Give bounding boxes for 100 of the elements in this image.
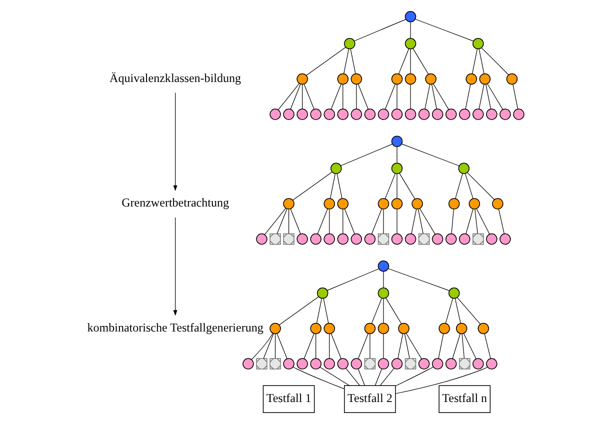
node-circle bbox=[431, 358, 443, 370]
node-circle bbox=[438, 322, 450, 334]
node-circle bbox=[323, 322, 334, 334]
node-circle bbox=[296, 233, 308, 245]
node-circle bbox=[296, 108, 308, 120]
node-circle bbox=[310, 233, 321, 245]
node-circle bbox=[404, 233, 416, 245]
connector bbox=[464, 84, 470, 110]
connector bbox=[404, 334, 410, 359]
connector bbox=[382, 208, 384, 234]
connector bbox=[384, 173, 396, 199]
connector bbox=[485, 84, 491, 110]
node-text: kombinatorische Testfallgenerierung bbox=[86, 320, 263, 334]
connector bbox=[344, 208, 354, 234]
node-circle bbox=[477, 322, 489, 334]
connector bbox=[394, 366, 434, 386]
node-circle bbox=[350, 358, 362, 370]
connector bbox=[306, 47, 346, 76]
node-circle bbox=[404, 38, 416, 50]
connector bbox=[396, 146, 397, 164]
connector bbox=[250, 333, 273, 360]
node-circle bbox=[404, 10, 416, 22]
node-text: Äquivalenzklassen-bildung bbox=[109, 70, 241, 85]
node-circle bbox=[492, 198, 503, 210]
node-circle bbox=[455, 322, 467, 334]
node-circle bbox=[424, 73, 436, 85]
connector bbox=[388, 268, 450, 291]
connector bbox=[465, 208, 473, 234]
connector bbox=[316, 208, 328, 234]
connector bbox=[370, 208, 382, 234]
node-circle bbox=[316, 288, 328, 299]
connector bbox=[512, 84, 518, 110]
node-circle bbox=[282, 358, 294, 370]
node-box: Testfall 1 bbox=[262, 385, 314, 414]
node-circle bbox=[377, 260, 389, 272]
connector bbox=[452, 333, 460, 359]
node-circle bbox=[478, 73, 490, 85]
connector bbox=[326, 268, 379, 291]
connector bbox=[322, 298, 328, 324]
node-circle bbox=[444, 233, 456, 245]
connector bbox=[394, 366, 488, 394]
connector bbox=[478, 48, 484, 74]
connector bbox=[382, 271, 384, 288]
node-circle bbox=[444, 108, 456, 120]
node-circle bbox=[458, 108, 470, 120]
connector bbox=[374, 368, 382, 386]
node-circle bbox=[350, 233, 362, 245]
node-circle bbox=[390, 136, 402, 147]
connector bbox=[342, 84, 343, 110]
node-circle bbox=[486, 358, 497, 370]
node-box: Testfall n bbox=[438, 385, 490, 414]
connector bbox=[330, 333, 341, 360]
node-box: Testfall 2 bbox=[344, 385, 396, 414]
node-circle bbox=[310, 322, 321, 334]
connector bbox=[357, 333, 368, 360]
connector bbox=[430, 84, 436, 110]
connector bbox=[405, 333, 422, 360]
connector bbox=[456, 297, 480, 324]
connector bbox=[471, 48, 478, 74]
connector bbox=[328, 334, 330, 359]
node-circle bbox=[512, 108, 524, 120]
connector bbox=[357, 84, 368, 110]
node-circle bbox=[390, 73, 402, 85]
node-circle bbox=[418, 108, 430, 120]
connector bbox=[462, 333, 476, 360]
node-circle bbox=[310, 108, 321, 120]
connector bbox=[498, 208, 504, 234]
connector bbox=[464, 173, 473, 199]
connector bbox=[278, 83, 299, 110]
node-circle bbox=[377, 322, 389, 334]
connector bbox=[342, 208, 343, 234]
connector bbox=[454, 298, 460, 324]
node-circle bbox=[350, 73, 362, 85]
connector bbox=[396, 84, 397, 110]
connector bbox=[414, 18, 474, 42]
node-circle bbox=[296, 358, 308, 370]
node-circle bbox=[336, 73, 348, 85]
connector bbox=[340, 144, 392, 166]
connector bbox=[330, 84, 341, 110]
node-circle bbox=[444, 358, 456, 370]
connector bbox=[345, 368, 360, 386]
connector bbox=[379, 368, 394, 386]
connector bbox=[417, 208, 423, 234]
node-circle bbox=[344, 38, 355, 50]
connector bbox=[290, 84, 300, 110]
node-circle bbox=[506, 73, 518, 85]
connector bbox=[450, 208, 454, 234]
connector bbox=[478, 84, 484, 110]
connector bbox=[278, 296, 318, 326]
connector bbox=[454, 173, 462, 199]
connector bbox=[444, 298, 453, 324]
connector bbox=[303, 84, 314, 110]
node-circle bbox=[404, 73, 416, 85]
node-text: Grenzwertbetrachtung bbox=[121, 196, 229, 210]
node-circle bbox=[336, 233, 348, 245]
arrow bbox=[172, 92, 177, 192]
connector bbox=[276, 333, 287, 360]
connector bbox=[385, 298, 402, 324]
node-circle bbox=[323, 198, 334, 210]
node-circle bbox=[448, 288, 460, 299]
